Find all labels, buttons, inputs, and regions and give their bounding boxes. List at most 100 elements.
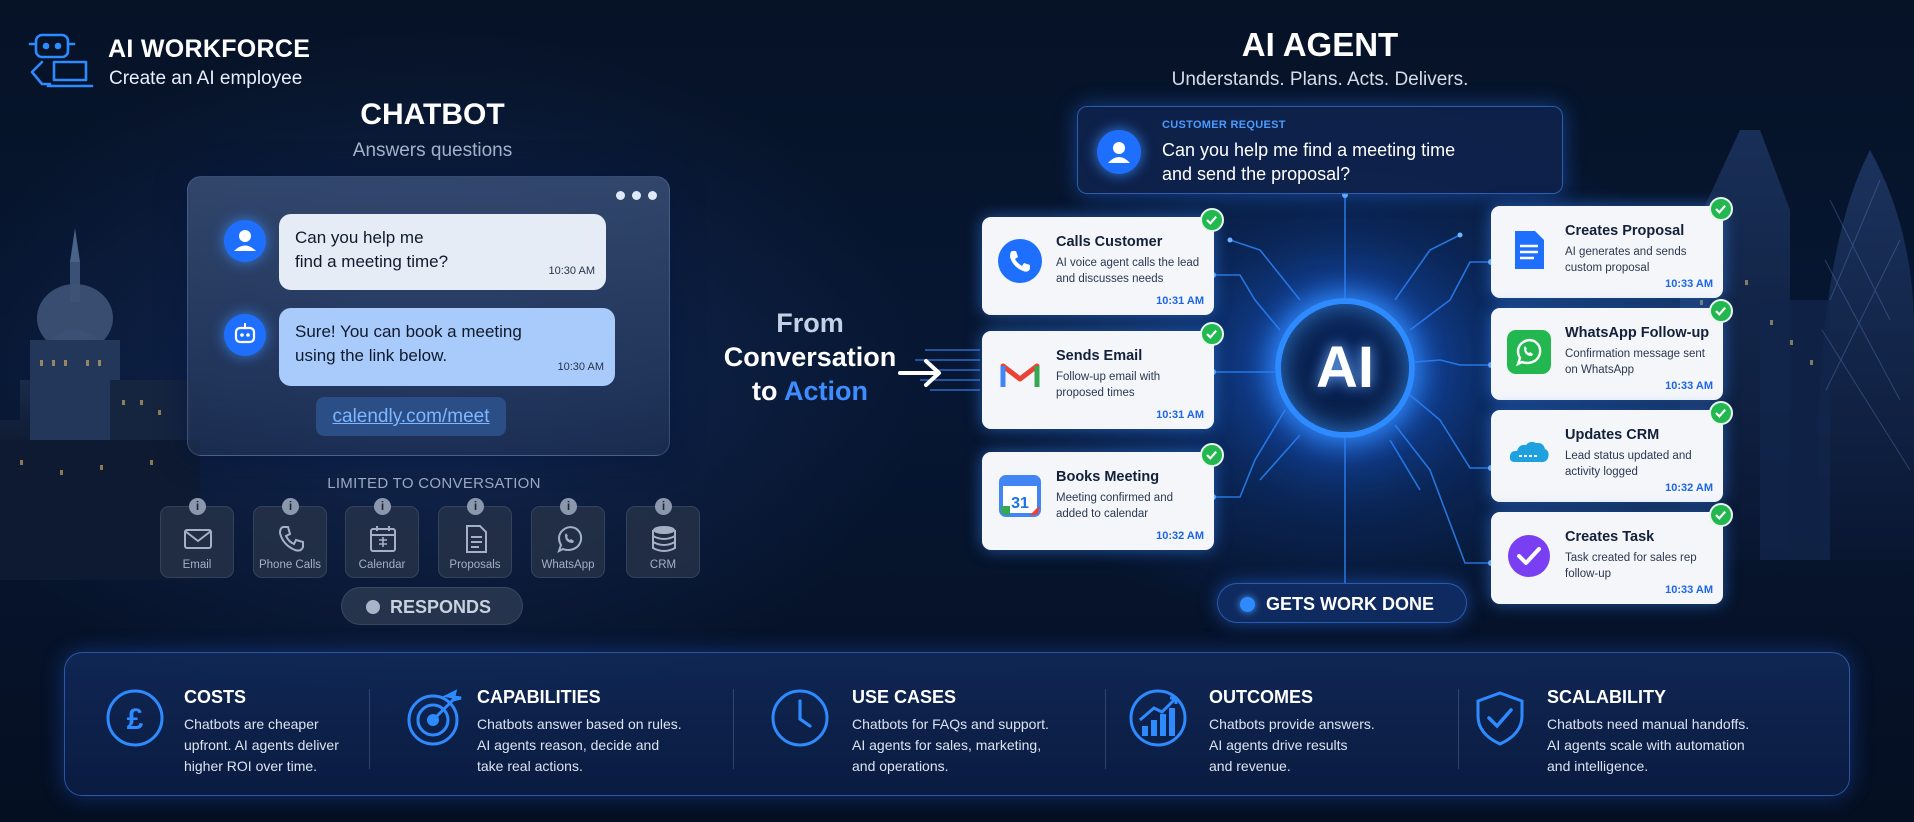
message-text: Sure! You can book a meeting: [295, 322, 522, 341]
info-icon: i: [467, 498, 484, 515]
window-dot: [632, 191, 641, 200]
envelope-icon: [184, 529, 212, 549]
user-message-bubble: Can you help me find a meeting time? 10:…: [279, 214, 606, 290]
responds-status-pill: RESPONDS: [341, 587, 523, 625]
task-time: 10:33 AM: [1665, 278, 1713, 290]
check-icon: [1709, 299, 1733, 323]
arrow-right-icon: [898, 359, 941, 387]
task-card-creates-proposal[interactable]: Creates Proposal AI generates and sends …: [1491, 197, 1733, 298]
phone-icon: [278, 526, 304, 552]
task-card-sends-email[interactable]: Sends Email Follow-up email with propose…: [982, 322, 1224, 429]
chatbot-title: CHATBOT: [360, 98, 505, 131]
transition-line-conversation: Conversation: [723, 342, 897, 372]
comparison-body: Chatbots need manual handoffs. AI agents…: [1547, 714, 1749, 777]
task-description: AI generates and sends custom proposal: [1565, 246, 1687, 274]
limit-label: Email: [182, 559, 212, 571]
ai-core-badge: AI: [1275, 298, 1415, 438]
task-title: Sends Email: [1056, 348, 1143, 364]
comparison-panel: £ COSTS Chatbots are cheaper upfront. AI…: [64, 652, 1850, 796]
bot-avatar-icon: [224, 314, 266, 356]
limit-tile-calendar: i Calendar: [345, 498, 419, 578]
comparison-line: upfront. AI agents deliver: [184, 737, 339, 753]
task-time: 10:33 AM: [1665, 380, 1713, 392]
task-check-icon: [1508, 535, 1550, 577]
comparison-body: Chatbots are cheaper upfront. AI agents …: [184, 714, 339, 777]
whatsapp-icon: [1507, 330, 1551, 374]
gmail-icon: [1000, 363, 1040, 387]
comparison-title: CAPABILITIES: [477, 687, 601, 707]
comparison-line: Chatbots provide answers.: [1209, 716, 1375, 732]
bot-message-bubble: Sure! You can book a meeting using the l…: [279, 308, 615, 386]
limit-tile-phone: i Phone Calls: [253, 498, 327, 578]
task-card-calls-customer[interactable]: Calls Customer AI voice agent calls the …: [982, 208, 1224, 315]
task-description: AI voice agent calls the lead and discus…: [1056, 257, 1200, 285]
gets-work-done-pill: GETS WORK DONE: [1217, 583, 1467, 623]
limit-label: Calendar: [358, 559, 406, 571]
task-title: Creates Proposal: [1565, 223, 1685, 239]
pound-icon: £: [106, 689, 164, 747]
task-card-books-meeting[interactable]: 31 Books Meeting Meeting confirmed and a…: [982, 443, 1224, 550]
comparison-line: AI agents drive results: [1209, 737, 1348, 753]
ai-core-label: AI: [1316, 335, 1374, 400]
calendly-link[interactable]: calendly.com/meet: [316, 397, 506, 436]
info-icon: i: [560, 498, 577, 515]
task-card-whatsapp-follow-up[interactable]: WhatsApp Follow-up Confirmation message …: [1491, 299, 1733, 400]
message-time: 10:30 AM: [557, 361, 604, 373]
limit-tile-proposals: i Proposals: [438, 498, 512, 578]
comparison-outcomes: OUTCOMES Chatbots provide answers. AI ag…: [1128, 653, 1448, 797]
request-label: CUSTOMER REQUEST: [1162, 119, 1286, 131]
divider: [733, 689, 734, 769]
task-title: WhatsApp Follow-up: [1565, 325, 1710, 341]
task-time: 10:32 AM: [1156, 530, 1204, 542]
task-description: Lead status updated and activity logged: [1565, 450, 1692, 478]
task-title: Books Meeting: [1056, 469, 1160, 485]
comparison-title: SCALABILITY: [1547, 687, 1666, 707]
agent-title: AI AGENT: [1241, 26, 1399, 63]
limit-label: Proposals: [449, 559, 501, 571]
limit-tile-whatsapp: i WhatsApp: [531, 498, 605, 578]
svg-text:£: £: [127, 703, 144, 736]
limit-tile-email: i Email: [160, 498, 234, 578]
limit-label: Phone Calls: [258, 559, 321, 571]
comparison-title: COSTS: [184, 687, 247, 707]
status-dot: [366, 600, 380, 614]
info-icon: i: [189, 498, 206, 515]
request-line: and send the proposal?: [1162, 164, 1351, 184]
task-time: 10:31 AM: [1156, 295, 1204, 307]
task-description: Confirmation message sent on WhatsApp: [1565, 348, 1705, 376]
limited-label: LIMITED TO CONVERSATION: [327, 475, 541, 492]
task-description: Follow-up email with proposed times: [1056, 371, 1161, 399]
comparison-line: AI agents scale with automation: [1547, 737, 1745, 753]
comparison-title: USE CASES: [852, 687, 957, 707]
comparison-line: Chatbots for FAQs and support.: [852, 716, 1049, 732]
customer-avatar-icon: [1097, 130, 1141, 174]
message-time: 10:30 AM: [548, 265, 595, 277]
status-label: RESPONDS: [390, 597, 492, 617]
divider: [1458, 689, 1459, 769]
task-card-updates-crm[interactable]: Updates CRM Lead status updated and acti…: [1491, 401, 1733, 502]
status-dot: [1240, 597, 1255, 612]
comparison-line: higher ROI over time.: [184, 758, 318, 774]
task-card-creates-task[interactable]: Creates Task Task created for sales rep …: [1491, 503, 1733, 604]
comparison-line: Chatbots need manual handoffs.: [1547, 716, 1750, 732]
shield-check-icon: [1476, 691, 1524, 746]
database-icon: [652, 526, 676, 552]
task-title: Creates Task: [1565, 529, 1655, 545]
task-description: Task created for sales rep follow-up: [1565, 552, 1697, 580]
comparison-line: and revenue.: [1209, 758, 1291, 774]
transition-line-from: From: [776, 308, 844, 338]
limit-label: CRM: [649, 559, 677, 571]
task-title: Calls Customer: [1056, 234, 1163, 250]
chatbot-subtitle: Answers questions: [352, 140, 513, 161]
comparison-line: AI agents reason, decide and: [477, 737, 660, 753]
task-description: Meeting confirmed and added to calendar: [1056, 492, 1173, 520]
brand-subtitle: Create an AI employee: [109, 68, 303, 89]
agent-subtitle: Understands. Plans. Acts. Delivers.: [1171, 69, 1469, 90]
window-dot: [616, 191, 625, 200]
check-icon: [1200, 208, 1224, 232]
comparison-line: take real actions.: [477, 758, 583, 774]
clock-icon: [771, 689, 829, 747]
window-dot: [648, 191, 657, 200]
chat-window: Can you help me find a meeting time? 10:…: [187, 176, 670, 456]
whatsapp-icon: [557, 526, 583, 553]
